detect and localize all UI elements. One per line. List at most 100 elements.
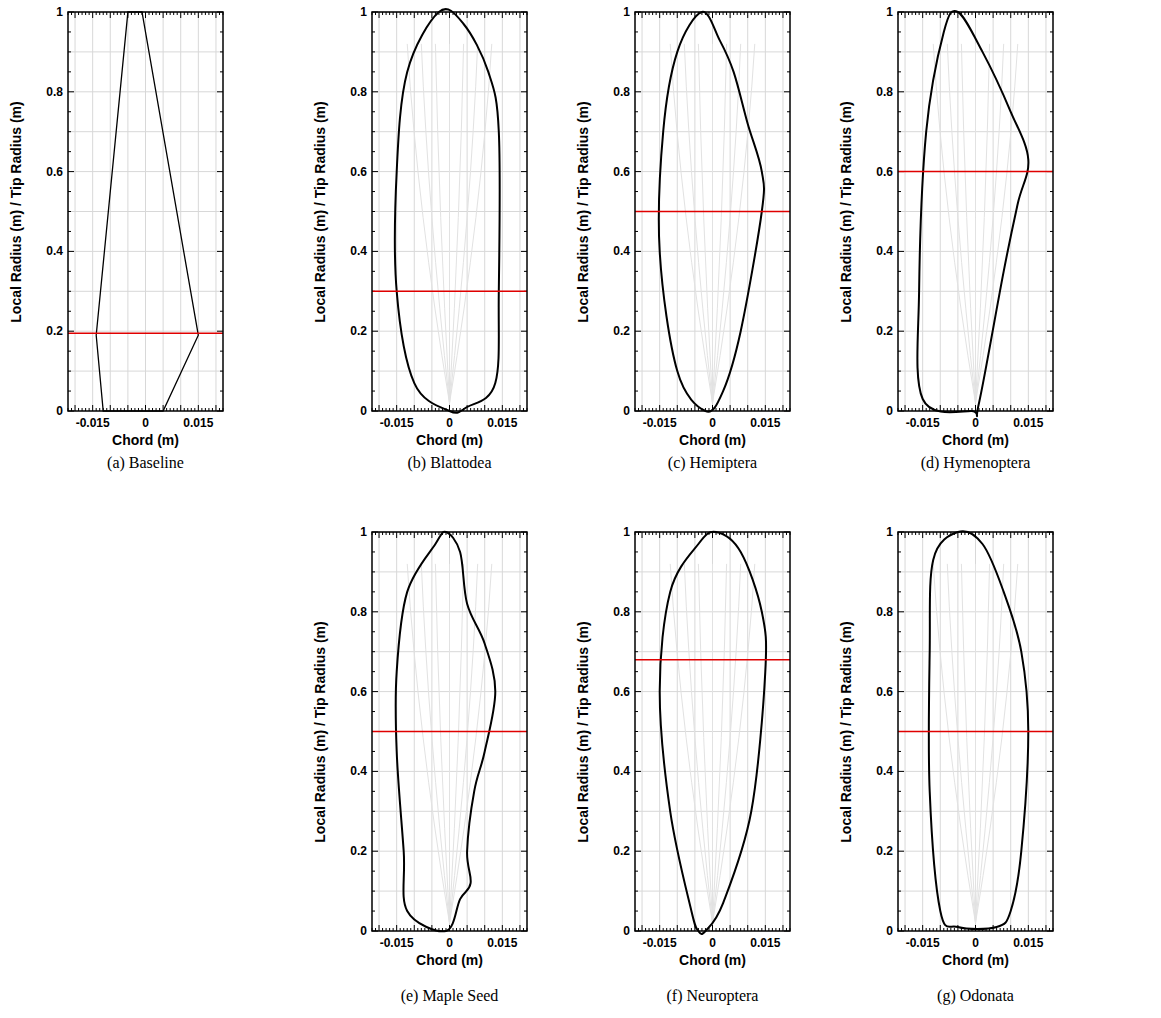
- wing-vein: [712, 44, 713, 403]
- tick-mark: [502, 405, 503, 411]
- tick-mark: [635, 851, 641, 852]
- tick-mark: [75, 12, 76, 18]
- tick-mark: [957, 405, 958, 411]
- tick-mark: [372, 771, 378, 772]
- axis-title: Local Radius (m) / Tip Radius (m): [312, 101, 328, 322]
- tick-mark: [898, 91, 904, 92]
- wing-outline: [929, 531, 1029, 929]
- plot-panel: [898, 531, 1053, 931]
- tick-label: 0.6: [613, 165, 630, 179]
- tick-label: 0.8: [350, 85, 367, 99]
- tick-mark: [1047, 331, 1053, 332]
- tick-mark: [217, 331, 223, 332]
- tick-mark: [993, 405, 994, 411]
- tick-label: 0.6: [350, 685, 367, 699]
- tick-label: 0.015: [183, 416, 213, 430]
- tick-mark: [922, 12, 923, 18]
- tick-label: 0.4: [350, 764, 367, 778]
- tick-mark: [414, 12, 415, 18]
- tick-mark: [467, 925, 468, 931]
- tick-mark: [1010, 405, 1011, 411]
- tick-mark: [217, 91, 223, 92]
- tick-mark: [784, 771, 790, 772]
- tick-label: 0.8: [46, 85, 63, 99]
- wing-vein: [421, 44, 449, 403]
- tick-mark: [127, 405, 128, 411]
- tick-mark: [68, 251, 74, 252]
- wing-vein: [450, 564, 492, 923]
- axis-title: Chord (m): [942, 952, 1009, 968]
- tick-mark: [635, 171, 641, 172]
- tick-mark: [677, 405, 678, 411]
- grid-line: [898, 731, 1053, 732]
- tick-label: 0.4: [46, 244, 63, 258]
- tick-label: 0.6: [876, 165, 893, 179]
- tick-mark: [379, 12, 380, 18]
- tick-label: 0: [142, 416, 149, 430]
- tick-mark: [1028, 925, 1029, 931]
- plot-panel: [635, 532, 790, 934]
- axis-title: Local Radius (m) / Tip Radius (m): [312, 621, 328, 842]
- tick-label: 1: [886, 525, 893, 539]
- tick-label: 0.2: [876, 844, 893, 858]
- tick-mark: [975, 405, 976, 411]
- tick-mark: [1047, 851, 1053, 852]
- tick-mark: [1010, 532, 1011, 538]
- tick-label: -0.015: [76, 416, 110, 430]
- tick-label: 0.4: [876, 244, 893, 258]
- wing-vein: [698, 44, 712, 403]
- wing-outline: [395, 9, 500, 413]
- tick-mark: [677, 12, 678, 18]
- tick-mark: [145, 405, 146, 411]
- tick-mark: [784, 331, 790, 332]
- wing-vein: [713, 44, 755, 403]
- tick-mark: [642, 925, 643, 931]
- tick-label: 0.2: [613, 844, 630, 858]
- tick-label: 0: [709, 936, 716, 950]
- tick-mark: [784, 691, 790, 692]
- wing-vein: [976, 564, 1004, 923]
- tick-mark: [163, 12, 164, 18]
- wing-vein: [435, 44, 449, 403]
- tick-label: 0.4: [876, 764, 893, 778]
- tick-label: 1: [56, 5, 63, 19]
- tick-mark: [1010, 12, 1011, 18]
- tick-mark: [521, 91, 527, 92]
- tick-label: 0.4: [350, 244, 367, 258]
- tick-label: 0.2: [46, 324, 63, 338]
- tick-mark: [642, 532, 643, 538]
- axis-title: Local Radius (m) / Tip Radius (m): [575, 101, 591, 322]
- tick-mark: [1045, 405, 1046, 411]
- axis-title: Chord (m): [679, 432, 746, 448]
- tick-mark: [730, 405, 731, 411]
- tick-mark: [68, 91, 74, 92]
- tick-label: 0.8: [876, 85, 893, 99]
- grid-line: [68, 291, 223, 292]
- tick-mark: [659, 532, 660, 538]
- tick-label: 0.015: [1013, 416, 1043, 430]
- tick-label: 0: [886, 924, 893, 938]
- tick-mark: [484, 925, 485, 931]
- tick-mark: [905, 12, 906, 18]
- tick-mark: [1028, 532, 1029, 538]
- axis-title: Local Radius (m) / Tip Radius (m): [838, 621, 854, 842]
- wing-vein: [450, 44, 492, 403]
- tick-mark: [521, 691, 527, 692]
- wing-vein: [450, 44, 478, 403]
- tick-mark: [1047, 251, 1053, 252]
- wing-vein: [449, 564, 450, 923]
- tick-mark: [940, 405, 941, 411]
- axis-title: Chord (m): [416, 432, 483, 448]
- tick-mark: [1028, 405, 1029, 411]
- tick-label: -0.015: [906, 416, 940, 430]
- tick-mark: [1047, 611, 1053, 612]
- subfigure-caption: (e) Maple Seed: [401, 987, 499, 1005]
- axis-title: Local Radius (m) / Tip Radius (m): [8, 101, 24, 322]
- tick-label: 0.015: [750, 936, 780, 950]
- tick-label: 0.2: [350, 324, 367, 338]
- tick-mark: [396, 12, 397, 18]
- tick-mark: [92, 12, 93, 18]
- wing-vein: [698, 564, 712, 923]
- subfigure-caption: (d) Hymenoptera: [921, 454, 1031, 472]
